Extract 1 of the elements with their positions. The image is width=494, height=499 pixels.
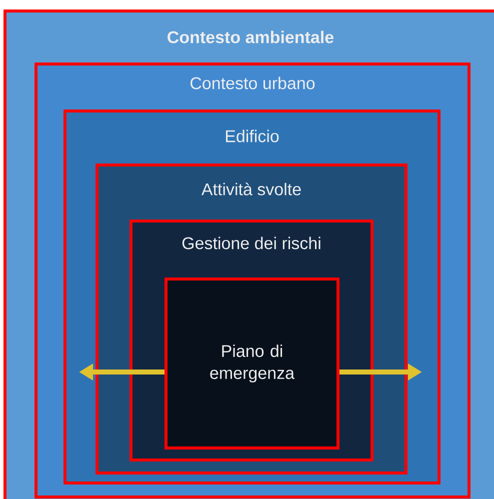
nested-box: Piano di emergenza: [164, 278, 340, 450]
